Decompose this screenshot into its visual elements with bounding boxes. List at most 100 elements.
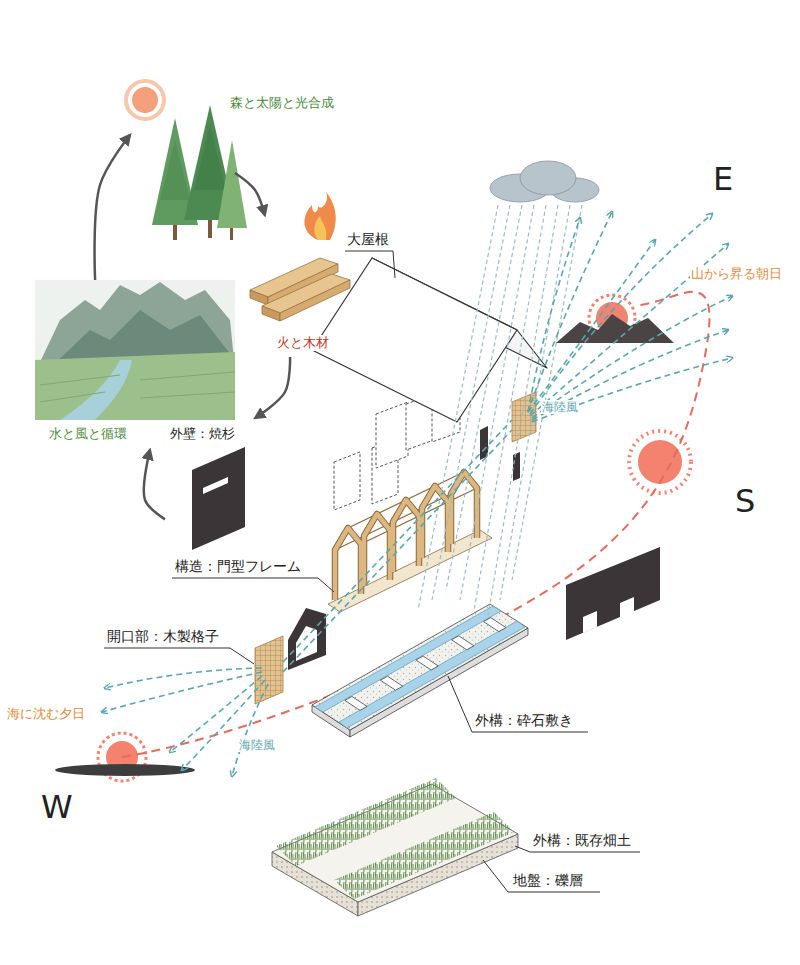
landscape-illustration-part	[35, 352, 235, 420]
leader-lines-part	[345, 251, 395, 278]
gravel-foundation-part	[484, 618, 506, 632]
part-label: 外構：既存畑土	[532, 832, 632, 849]
cycle-node: 火と木材	[245, 215, 355, 357]
rain-cloud-part	[460, 205, 534, 600]
leader-lines-part	[448, 676, 588, 732]
forest-illustration	[152, 105, 247, 240]
rain-cloud-part	[512, 205, 582, 580]
portal-frames-part	[393, 500, 419, 572]
sun-label: 山から昇る朝日	[690, 266, 783, 282]
landscape-illustration-part	[60, 360, 132, 420]
forest-illustration-part	[194, 125, 226, 190]
roof-part	[312, 258, 517, 422]
landscape-illustration-part	[35, 280, 235, 420]
rain-cloud	[418, 161, 599, 615]
sea-land-breeze-part	[283, 420, 512, 662]
rain-cloud-part	[432, 205, 510, 600]
soil-slab-part	[334, 812, 514, 899]
fire-icon	[304, 192, 335, 240]
forest-illustration-part	[160, 140, 190, 200]
leader-lines-part	[104, 648, 254, 664]
sea-land-breeze-part	[528, 240, 655, 412]
leader-lines-part	[172, 578, 334, 592]
portal-frames-part	[335, 528, 361, 600]
sea-land-breeze-part	[532, 358, 732, 422]
partition-walls-part	[334, 452, 360, 510]
gravel-foundation-part	[452, 636, 474, 650]
charred-cedar-panels-part	[513, 452, 520, 481]
sun-icon-part	[638, 440, 682, 484]
forest-illustration-part	[230, 226, 233, 240]
wooden-lattice	[255, 392, 536, 704]
sea-land-breeze-part	[530, 214, 712, 414]
part-label: 開口部：木製格子	[106, 628, 220, 645]
rain-cloud-part	[490, 161, 599, 202]
node-text: 水と風と循環	[47, 426, 129, 442]
portal-frames-part	[364, 514, 390, 586]
portal-frames-part	[393, 500, 419, 572]
wind-label: 海陸風	[238, 738, 276, 752]
sea-land-breeze-part	[532, 330, 728, 420]
node-text: 森と太陽と光合成	[228, 95, 336, 111]
part-label: 大屋根	[346, 231, 390, 248]
leader-lines	[104, 251, 640, 892]
leader-lines-part	[483, 860, 600, 892]
sea-land-breeze-part	[528, 218, 580, 412]
rain-cloud-part	[418, 205, 498, 610]
gravel-foundation-part	[380, 676, 402, 690]
cycle-arrow	[144, 450, 165, 519]
sunset-icon-part	[55, 764, 195, 776]
cycle-node: 水と風と循環	[30, 280, 240, 450]
charred-cedar-panels-part	[583, 611, 597, 633]
sunrise-icon-part	[556, 314, 674, 343]
charred-cedar-panels-part	[192, 447, 245, 550]
rain-cloud-part	[520, 161, 576, 195]
sea-land-breeze-part	[232, 684, 268, 776]
charred-cedar-panels	[192, 426, 660, 670]
compass-label: S	[734, 482, 756, 520]
rain-cloud-part	[446, 205, 522, 590]
portal-frames-part	[335, 528, 361, 600]
gravel-foundation-part	[315, 606, 501, 712]
sea-land-breeze-part	[283, 430, 512, 672]
charred-cedar-panels-part	[620, 597, 634, 618]
sun-icon-part	[132, 87, 158, 113]
charred-cedar-panels-part	[203, 477, 228, 494]
forest-illustration-part	[217, 140, 247, 228]
landscape-illustration	[35, 280, 235, 420]
sea-land-breeze	[102, 212, 732, 776]
sun-icon-part	[126, 81, 164, 119]
portal-frames-part	[364, 514, 390, 586]
sun-icon	[126, 81, 164, 119]
timber-illustration	[250, 258, 350, 321]
cycle-node: 外壁：焼杉	[165, 418, 275, 548]
part-label: 外構：砕石敷き	[474, 712, 574, 729]
timber-illustration-part	[262, 306, 280, 321]
sun-label: 海に沈む夕日	[6, 706, 86, 722]
rain-cloud-part	[474, 205, 546, 610]
sea-land-breeze-part	[182, 680, 265, 770]
node-text: 火と木材	[275, 335, 331, 351]
portal-frames-part	[328, 530, 492, 612]
wind-label: 海陸風	[541, 400, 579, 414]
compass-label: E	[712, 160, 734, 198]
sea-land-breeze-part	[532, 296, 732, 418]
compass-label: W	[40, 788, 74, 826]
gravel-foundation-part	[416, 656, 438, 670]
soil-slab	[272, 778, 518, 916]
fire-icon-part	[304, 192, 335, 240]
partition-walls-part	[376, 402, 408, 468]
roof	[312, 258, 547, 422]
timber-illustration-part	[250, 290, 268, 305]
wooden-lattice-part	[255, 636, 283, 704]
cycle-arrow	[255, 357, 290, 418]
rain-cloud-part	[418, 205, 582, 615]
charred-cedar-panels-part	[566, 547, 660, 640]
fire-icon-part	[314, 216, 326, 240]
landscape-illustration-part	[40, 372, 235, 402]
cycle-arrow	[235, 173, 265, 215]
cycle-node: 森と太陽と光合成	[130, 78, 340, 173]
